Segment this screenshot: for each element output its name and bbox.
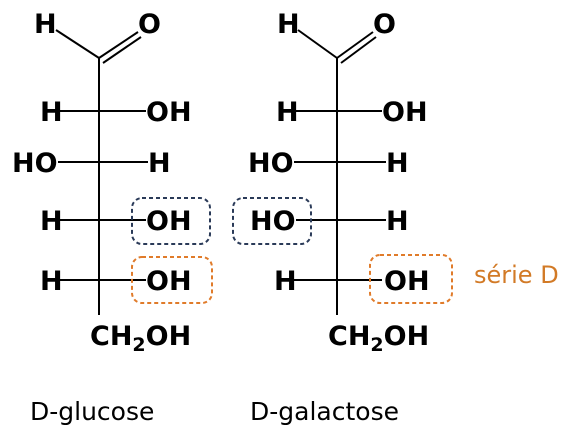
galactose-aldehyde-h-bond <box>297 29 338 59</box>
glucose-aldehyde-o: O <box>138 9 161 40</box>
galactose-double-bond-a <box>336 31 374 59</box>
galactose-oh-orange-highlight <box>369 254 453 304</box>
glucose-row1-right: OH <box>146 97 192 128</box>
galactose-aldehyde-o: O <box>373 9 396 40</box>
series-d-label: série D <box>474 261 559 289</box>
galactose-row3-left: HO <box>250 206 296 237</box>
glucose-structure: H O H OH HO H H OH H OH CH2OH D-glucose <box>12 9 213 426</box>
glucose-row2-right: H <box>148 148 171 179</box>
glucose-oh-blue-highlight <box>131 197 211 245</box>
galactose-row3-right: H <box>386 206 409 237</box>
galactose-row2-right: H <box>386 148 409 179</box>
galactose-double-bond-b <box>340 36 377 64</box>
glucose-row4-left: H <box>40 266 63 297</box>
glucose-oh-orange-highlight <box>131 256 213 304</box>
galactose-row4-right: OH <box>384 266 430 297</box>
galactose-row2-left: HO <box>248 148 294 179</box>
glucose-double-bond-a <box>98 31 139 59</box>
glucose-aldehyde-h: H <box>34 9 57 40</box>
glucose-double-bond-b <box>102 36 142 64</box>
galactose-row1-right: OH <box>382 97 428 128</box>
glucose-row4-right: OH <box>146 266 192 297</box>
galactose-terminal-group: CH2OH <box>328 321 429 356</box>
galactose-row1-left: H <box>276 97 299 128</box>
galactose-ho-blue-highlight <box>232 197 312 245</box>
galactose-aldehyde-h: H <box>277 9 300 40</box>
galactose-row4-left: H <box>274 266 297 297</box>
glucose-aldehyde-h-bond <box>55 29 100 59</box>
glucose-row2-left: HO <box>12 148 58 179</box>
galactose-caption: D-galactose <box>250 397 399 426</box>
glucose-row3-left: H <box>40 206 63 237</box>
glucose-caption: D-glucose <box>30 397 154 426</box>
glucose-terminal-group: CH2OH <box>90 321 191 356</box>
galactose-structure: H O H OH HO H HO H H OH CH2OH D-galactos… <box>232 9 453 426</box>
glucose-row3-right: OH <box>146 206 192 237</box>
glucose-row1-left: H <box>40 97 63 128</box>
